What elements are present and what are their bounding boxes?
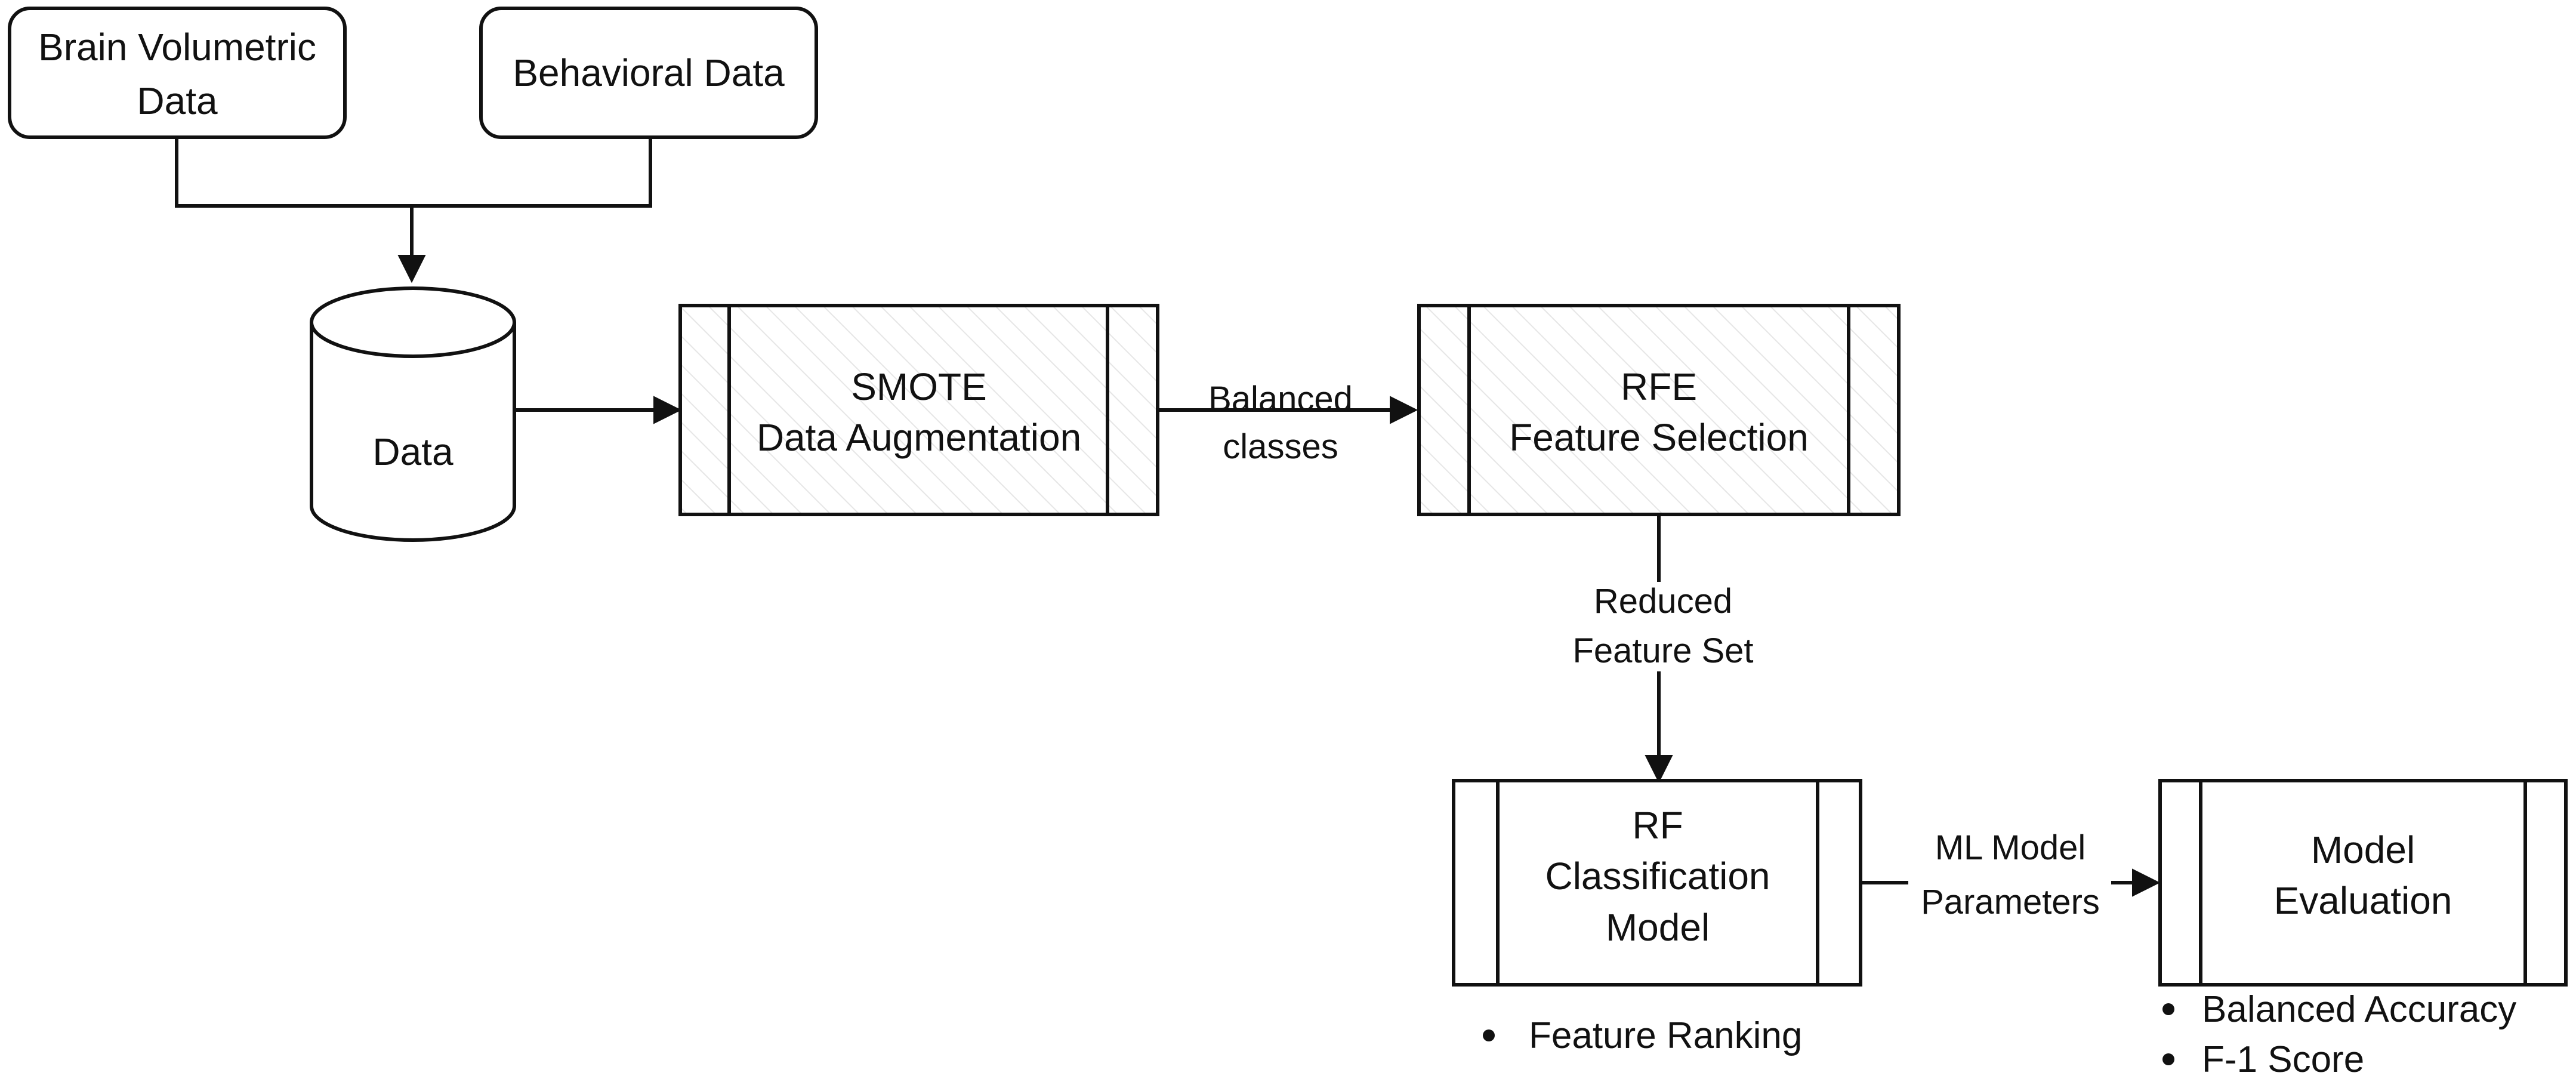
- arrowhead-smote-to-rfe: [1390, 396, 1418, 424]
- rf-label-line-1: RF: [1632, 804, 1683, 847]
- behavioral-data-box: Behavioral Data: [479, 7, 818, 139]
- reduced-feature-set-line-1: Reduced: [1594, 582, 1732, 621]
- bullet-dot: [1483, 1029, 1495, 1041]
- rf-classification-model-box: RF Classification Model: [1452, 779, 1862, 987]
- smote-label-line-2: Data Augmentation: [757, 416, 1081, 459]
- evaluation-label-line-1: Model: [2311, 828, 2415, 871]
- evaluation-note-f1-score: F-1 Score: [2202, 1039, 2364, 1079]
- data-cylinder: Data: [310, 286, 516, 542]
- reduced-feature-set-label: Reduced Feature Set: [1557, 582, 1760, 671]
- balanced-classes-line-1: Balanced: [1208, 380, 1353, 418]
- rfe-process-box: RFE Feature Selection: [1417, 304, 1901, 516]
- arrowhead-data-to-smote: [653, 396, 682, 424]
- ml-model-parameters-label: ML Model Parameters: [1908, 828, 2111, 921]
- edge-behavioral-to-merge: [412, 137, 652, 208]
- rfe-label-line-2: Feature Selection: [1509, 416, 1809, 459]
- arrowhead-merge-to-data: [397, 255, 426, 283]
- brain-volumetric-label-line-1: Brain Volumetric: [38, 26, 316, 69]
- data-cylinder-label: Data: [372, 430, 454, 473]
- evaluation-notes-list: Balanced Accuracy F-1 Score: [2162, 989, 2516, 1080]
- rf-notes-list: Feature Ranking: [1483, 1015, 1802, 1056]
- arrowhead-rf-to-eval: [2132, 868, 2161, 897]
- model-evaluation-box: Model Evaluation: [2158, 779, 2568, 987]
- rf-label-line-3: Model: [1606, 906, 1710, 949]
- smote-label-line-1: SMOTE: [851, 365, 987, 408]
- evaluation-label-line-2: Evaluation: [2274, 879, 2452, 922]
- reduced-feature-set-line-2: Feature Set: [1572, 631, 1753, 670]
- smote-process-box: SMOTE Data Augmentation: [678, 304, 1159, 516]
- rfe-label-line-1: RFE: [1621, 365, 1697, 408]
- bullet-dot: [2162, 1003, 2174, 1015]
- brain-volumetric-label-line-2: Data: [137, 79, 218, 122]
- brain-volumetric-data-box: Brain Volumetric Data: [8, 7, 347, 139]
- bullet-dot: [2162, 1053, 2174, 1065]
- balanced-classes-label: Balanced classes: [1201, 376, 1363, 466]
- rf-label-line-2: Classification: [1545, 855, 1770, 898]
- rf-note-feature-ranking: Feature Ranking: [1529, 1015, 1802, 1056]
- edge-brain-to-merge: [175, 137, 412, 208]
- arrowhead-rfe-to-rf: [1645, 755, 1673, 784]
- ml-model-parameters-line-2: Parameters: [1921, 883, 2100, 921]
- behavioral-label: Behavioral Data: [513, 51, 785, 94]
- evaluation-note-balanced-accuracy: Balanced Accuracy: [2202, 989, 2516, 1030]
- balanced-classes-line-2: classes: [1223, 427, 1338, 466]
- ml-model-parameters-line-1: ML Model: [1935, 828, 2086, 867]
